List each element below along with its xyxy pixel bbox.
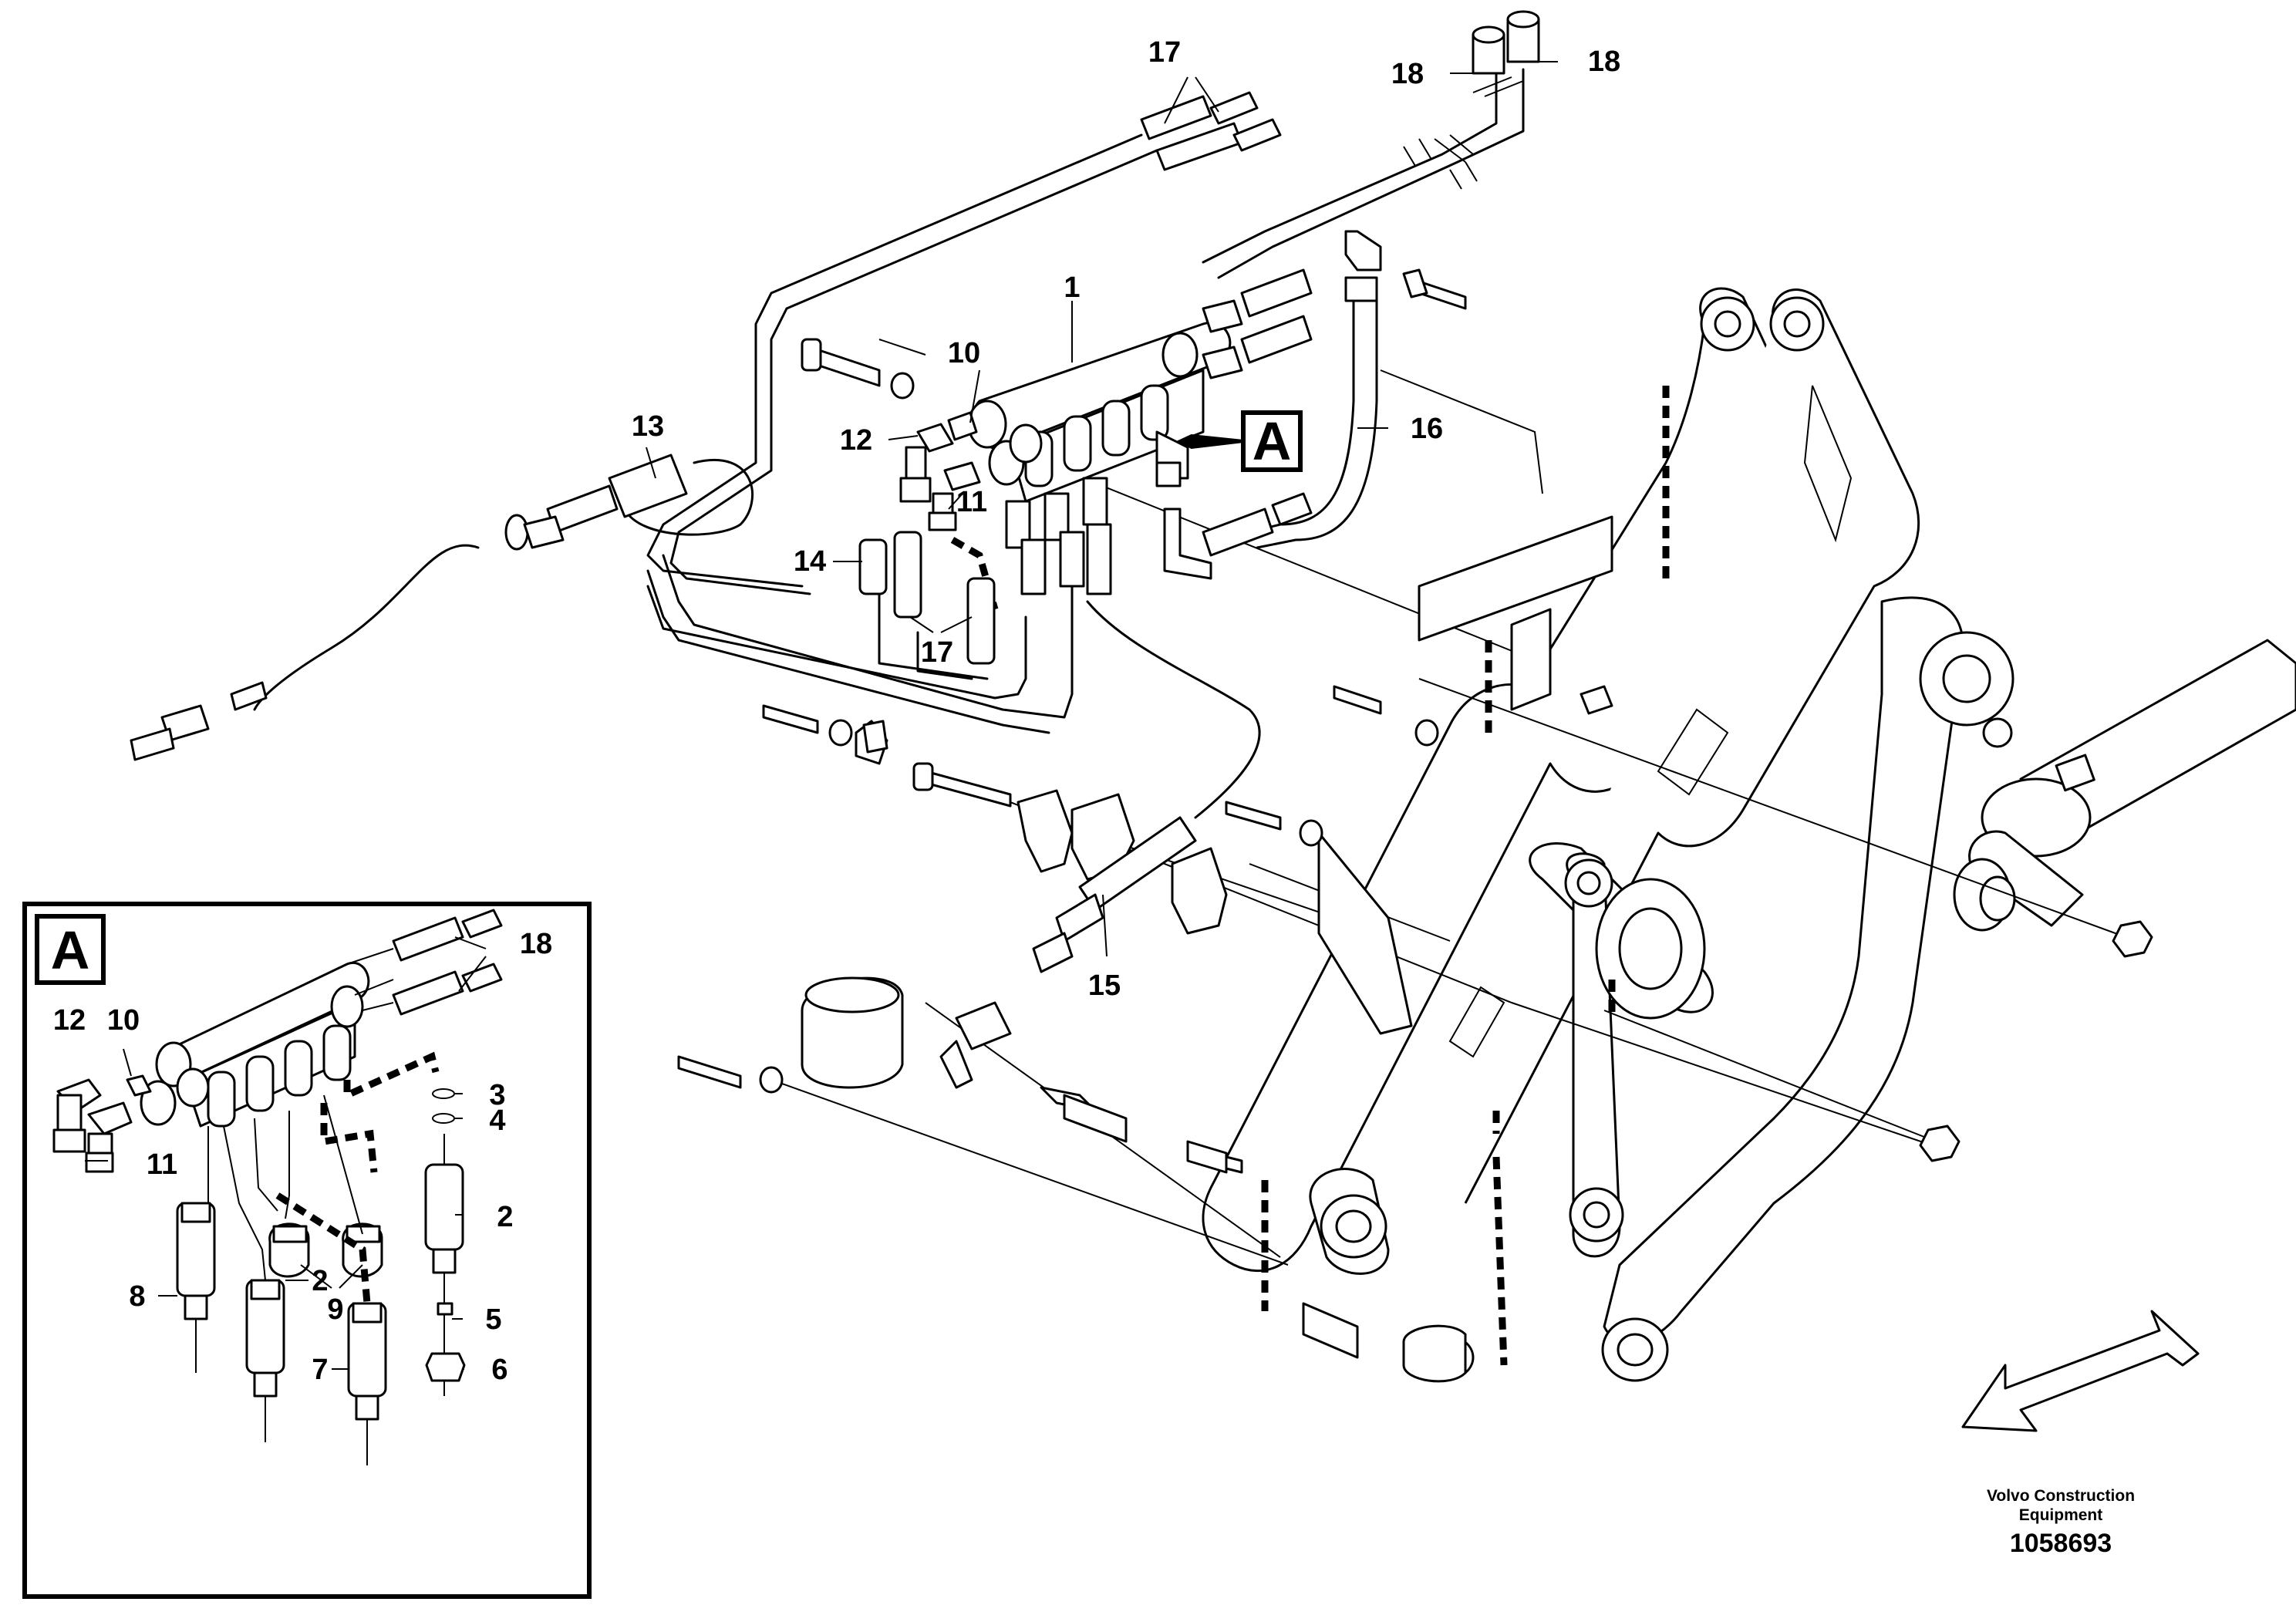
view-marker-a: A [1176, 410, 1303, 472]
detail-callouts: 12 10 11 18 3 4 2 5 6 9 8 2 7 [53, 928, 552, 1386]
brand-line2: Equipment [2019, 1506, 2103, 1524]
hose-routing [253, 68, 1525, 819]
callout-14: 14 [794, 545, 826, 578]
detail-callout-8: 8 [129, 1280, 145, 1313]
distribution-block [899, 268, 1313, 595]
detail-view-a: A [22, 902, 592, 1599]
callout-18-right: 18 [1588, 46, 1620, 78]
fittings-and-bolts [130, 10, 2153, 1383]
detail-callout-10: 10 [107, 1004, 140, 1037]
break-marks [1403, 138, 1478, 190]
loader-arm-assembly [1202, 287, 2296, 1382]
detail-callout-4: 4 [489, 1104, 505, 1137]
detail-callout-9: 9 [327, 1293, 343, 1326]
view-marker-label: A [1253, 411, 1292, 471]
detail-callout-2-middle: 2 [312, 1265, 328, 1297]
detail-callout-3: 3 [489, 1079, 505, 1111]
direction-arrow [1961, 1310, 2200, 1432]
main-callouts: 1 10 11 12 13 14 15 16 17 17 18 18 [632, 36, 1620, 1002]
callout-1: 1 [1064, 271, 1080, 304]
callout-12: 12 [840, 424, 872, 457]
detail-label: A [51, 920, 90, 980]
callout-15: 15 [1088, 969, 1121, 1002]
detail-callout-6: 6 [491, 1354, 507, 1386]
detail-callout-18: 18 [520, 928, 552, 960]
callout-18-left: 18 [1391, 58, 1424, 90]
callout-leaders [646, 61, 1558, 957]
footer: Volvo Construction Equipment 1058693 [1987, 1487, 2135, 1558]
callout-17-lower: 17 [921, 636, 953, 669]
callout-13: 13 [632, 410, 664, 443]
doc-number: 1058693 [2010, 1529, 2112, 1558]
callout-10: 10 [948, 337, 980, 369]
brand-line1: Volvo Construction [1987, 1487, 2135, 1505]
callout-11: 11 [956, 486, 987, 518]
detail-callout-2-right: 2 [497, 1201, 513, 1233]
detail-callout-7: 7 [312, 1354, 328, 1386]
callout-17-upper: 17 [1148, 36, 1181, 69]
dashed-connectors [950, 386, 1670, 1366]
detail-callout-5: 5 [485, 1303, 501, 1336]
callout-16: 16 [1411, 413, 1443, 445]
detail-callout-11: 11 [147, 1148, 177, 1181]
detail-callout-12: 12 [53, 1004, 86, 1037]
